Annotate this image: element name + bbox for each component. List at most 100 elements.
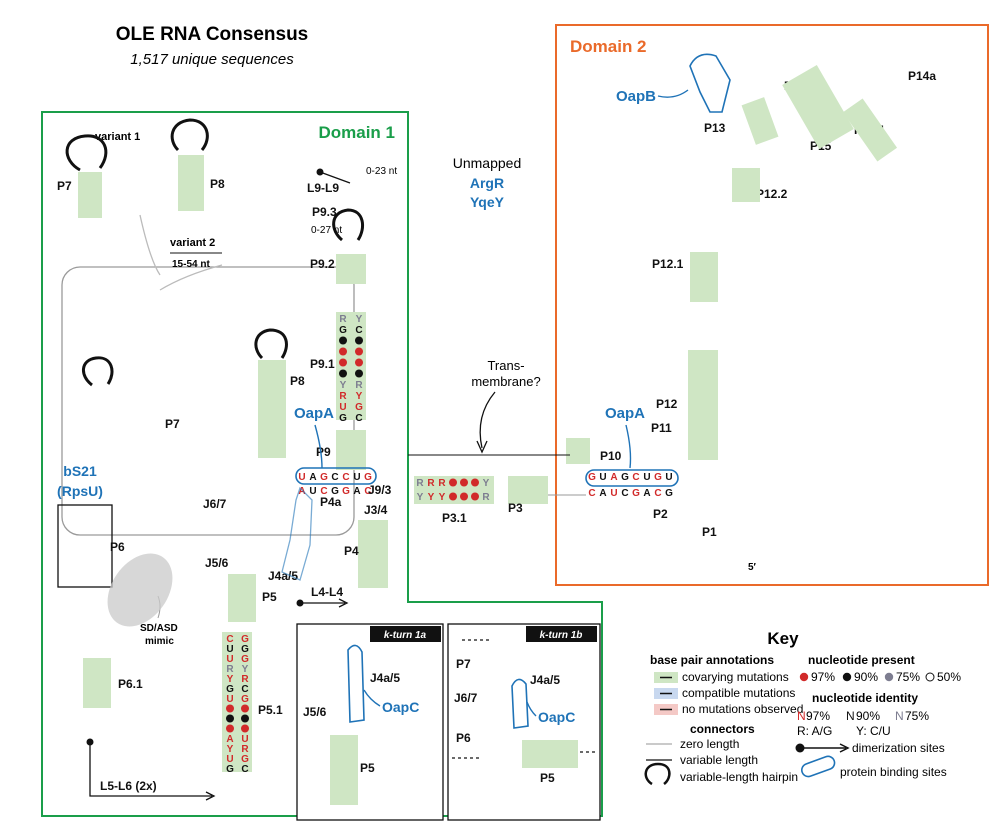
- kturn1a-box: [296, 623, 444, 821]
- oapa-pointer-d1: [314, 424, 323, 469]
- oapb-pointer: [657, 89, 689, 98]
- l9l9-arrow: [319, 171, 351, 184]
- kturn1a-oapc-site: [347, 644, 365, 723]
- label-p8-v2: P8: [290, 374, 305, 388]
- p5-1-right-nt: U: [241, 734, 248, 745]
- p5-1-right-nt: R: [241, 744, 249, 755]
- key-np3-dot: [884, 672, 894, 682]
- p10-stem: [566, 438, 590, 464]
- p3-1-bottom-nt: Y: [417, 492, 424, 503]
- variant2-label: variant 2: [170, 237, 215, 249]
- label-j6-7: J6/7: [203, 497, 227, 511]
- p5-1-right-nt: G: [241, 634, 249, 645]
- p9-2-stem: [336, 254, 366, 284]
- p2-top-nt: G: [588, 472, 596, 483]
- label-p13: P13: [704, 121, 726, 135]
- bs21-label-1: bS21: [63, 463, 97, 479]
- p2-top-nt: U: [599, 472, 606, 483]
- p2-bottom-nt: C: [621, 488, 628, 499]
- key-ni1: 97%: [806, 709, 830, 723]
- p2-bottom-nt: A: [599, 488, 606, 499]
- p5-1-stem: [222, 632, 252, 772]
- key-ni3: 75%: [905, 709, 929, 723]
- p3-1-top-dot: [449, 478, 457, 487]
- key-bp1: covarying mutations: [682, 670, 789, 684]
- p9-1-left-dot: [339, 358, 347, 367]
- label-j5-6: J5/6: [205, 556, 229, 570]
- bs21-box: [57, 504, 113, 588]
- variant2-p7-hairpin: [82, 356, 114, 387]
- label-p6: P6: [110, 540, 125, 554]
- oapa-site-d1: [295, 467, 377, 485]
- argr-label: ArgR: [470, 175, 504, 191]
- kturn1a-p5: P5: [360, 761, 375, 775]
- p2-bottom-nt: U: [610, 488, 617, 499]
- p3-1-bottom-dot: [460, 492, 468, 501]
- oapa-label-d1: OapA: [294, 405, 334, 422]
- key-np4: 50%: [937, 670, 961, 684]
- p5-1-left-nt: G: [226, 684, 234, 695]
- p9-1-left-dot: [339, 347, 347, 356]
- bs21-label-2: (RpsU): [57, 483, 103, 499]
- p9-1-left-nt: Y: [340, 380, 347, 391]
- p3-1-bottom-dot: [471, 492, 479, 501]
- p5-1-left-nt: U: [226, 694, 233, 705]
- domain1-outline: [41, 111, 603, 817]
- variant2-p8-stem: [258, 360, 286, 458]
- variant1-label: variant 1: [95, 131, 140, 143]
- label-j3-4: J3/4: [364, 503, 388, 517]
- kturn1b-p5-shade: [522, 740, 578, 768]
- label-p12: P12: [656, 397, 678, 411]
- p9-1-right-dot: [355, 369, 363, 378]
- kturn1a-j56: J5/6: [303, 705, 327, 719]
- p3-1-top-nt: R: [416, 478, 424, 489]
- p5-1-left-dot: [226, 704, 234, 713]
- p2-top-nt: U: [643, 472, 650, 483]
- p5-1-left-nt: Y: [227, 744, 234, 755]
- transmembrane-arrowhead: [476, 440, 488, 454]
- p9-1-left-nt: R: [339, 391, 347, 402]
- kturn1a-p5-shade: [330, 735, 358, 805]
- key-yu: Y: C/U: [856, 724, 891, 738]
- l5l6-arrow: [89, 742, 212, 797]
- p3-1-top-nt: R: [438, 478, 446, 489]
- p5-1-left-nt: R: [226, 664, 234, 675]
- p5-1-left-dot: [226, 724, 234, 733]
- label-p12-1: P12.1: [652, 257, 684, 271]
- oapa-label-d2: OapA: [605, 405, 645, 422]
- p9-1-left-dot: [339, 369, 347, 378]
- label-p5-1: P5.1: [258, 703, 283, 717]
- p5-1-right-nt: G: [241, 644, 249, 655]
- key-variable: variable length: [680, 753, 758, 767]
- p9-1-right-dot: [355, 358, 363, 367]
- p3-1-bottom-nt: Y: [428, 492, 435, 503]
- label-l4l4: L4-L4: [311, 585, 343, 599]
- key-hairpin: variable-length hairpin: [680, 770, 798, 784]
- p2-bottom-nt: A: [643, 488, 650, 499]
- kturn1b-j67: J6/7: [454, 691, 478, 705]
- oapb-label: OapB: [616, 88, 656, 105]
- label-p8-v1: P8: [210, 177, 225, 191]
- kturn1b-oapc-site: [511, 678, 529, 729]
- p9-1-left-nt: G: [339, 413, 347, 424]
- key-ra: R: A/G: [797, 724, 832, 738]
- p2-top-nt: G: [621, 472, 629, 483]
- key-np4-dot: [925, 672, 935, 682]
- label-p6-1: P6.1: [118, 677, 143, 691]
- p9-1-left-nt: R: [339, 314, 347, 325]
- label-l9l9: L9-L9: [307, 181, 339, 195]
- p4a-bottom-nt: G: [331, 486, 339, 497]
- p3-1-top-nt: R: [427, 478, 435, 489]
- kturn1b-title: k-turn 1b: [540, 630, 583, 641]
- p5-1-right-dot: [241, 724, 249, 733]
- p4a-bottom-nt: G: [342, 486, 350, 497]
- p12-stem: [688, 350, 718, 460]
- p4a-top-nt: C: [331, 472, 338, 483]
- label-p14a: P14a: [908, 69, 936, 83]
- p6-1-stem: [83, 658, 111, 708]
- label-p7-v1: P7: [57, 179, 72, 193]
- key-ni3-letter: N: [895, 709, 904, 723]
- p3-1-top-dot: [471, 478, 479, 487]
- label-p9: P9: [316, 445, 331, 459]
